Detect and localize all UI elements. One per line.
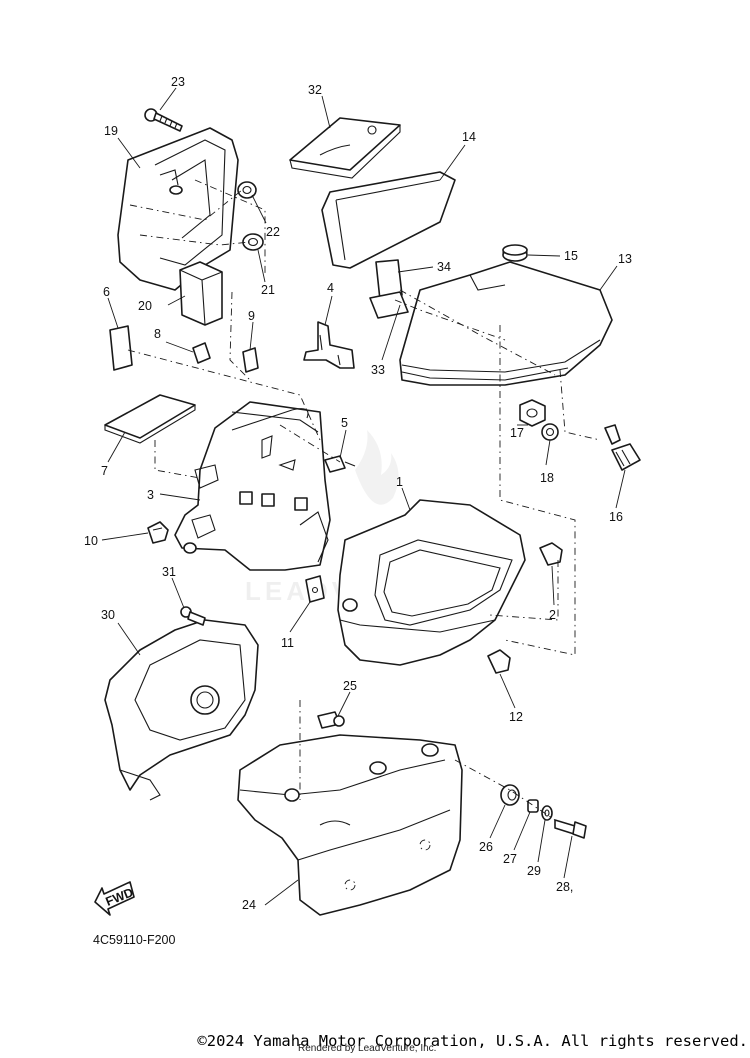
part-28-bolt[interactable] — [554, 819, 587, 839]
callout-28: 28, — [556, 880, 573, 894]
rendered-by-note: Rendered by LeadVenture, Inc. — [298, 1043, 437, 1054]
callout-31: 31 — [162, 565, 176, 579]
part-22-grommet[interactable] — [237, 181, 257, 199]
part-6-pad[interactable] — [109, 325, 133, 371]
part-7-sheet[interactable] — [104, 394, 196, 444]
part-24-lower-cover[interactable] — [237, 734, 463, 916]
part-18-bushing[interactable] — [541, 423, 559, 441]
part-4-bracket[interactable] — [303, 321, 355, 369]
callout-19: 19 — [104, 124, 118, 138]
fwd-arrow-icon: FWD — [94, 881, 136, 916]
callout-13: 13 — [618, 252, 632, 266]
callout-22: 22 — [266, 225, 280, 239]
part-32-pad[interactable] — [289, 117, 401, 179]
callout-29: 29 — [527, 864, 541, 878]
callout-34: 34 — [437, 260, 451, 274]
part-19-cover[interactable] — [117, 127, 239, 291]
callout-30: 30 — [101, 608, 115, 622]
part-26-grommet[interactable] — [500, 784, 520, 806]
part-31-screw[interactable] — [180, 606, 206, 626]
callout-11: 11 — [281, 636, 294, 650]
fwd-label: FWD — [104, 885, 136, 909]
part-1-air-cover[interactable] — [337, 499, 526, 666]
part-12-bolt[interactable] — [487, 649, 511, 674]
part-15-cap[interactable] — [502, 244, 528, 262]
part-11-clip[interactable] — [305, 575, 325, 603]
part-10-bolt[interactable] — [147, 521, 169, 544]
callout-5: 5 — [341, 416, 348, 430]
callout-20: 20 — [138, 299, 152, 313]
part-33-label[interactable] — [369, 291, 409, 319]
part-16-sensor[interactable] — [604, 424, 641, 471]
callout-14: 14 — [462, 130, 476, 144]
callout-33: 33 — [371, 363, 385, 377]
callout-27: 27 — [503, 852, 517, 866]
part-29-washer[interactable] — [541, 805, 553, 821]
part-8-damper[interactable] — [192, 342, 211, 364]
callout-26: 26 — [479, 840, 493, 854]
callout-12: 12 — [509, 710, 523, 724]
callout-3: 3 — [147, 488, 154, 502]
callout-6: 6 — [103, 285, 110, 299]
callout-9: 9 — [248, 309, 255, 323]
callout-1: 1 — [396, 475, 403, 489]
part-20-pad[interactable] — [179, 261, 223, 326]
callout-numbers: 23 19 32 14 22 21 20 34 15 13 4 33 9 6 8… — [84, 75, 632, 912]
leader-lines — [101, 87, 626, 906]
callout-7: 7 — [101, 464, 108, 478]
callout-24: 24 — [242, 898, 256, 912]
part-5-bolt[interactable] — [324, 455, 356, 473]
part-3-battery-box[interactable] — [174, 401, 331, 571]
callout-17: 17 — [510, 426, 524, 440]
part-14-panel[interactable] — [321, 171, 456, 269]
part-17-nut[interactable] — [519, 399, 546, 427]
part-30-sprocket-cover[interactable] — [104, 619, 259, 801]
callout-21: 21 — [261, 283, 275, 297]
callout-10: 10 — [84, 534, 98, 548]
callout-16: 16 — [609, 510, 623, 524]
callout-18: 18 — [540, 471, 554, 485]
part-25-screw[interactable] — [317, 711, 345, 729]
callout-4: 4 — [327, 281, 334, 295]
part-9-clip[interactable] — [242, 347, 259, 373]
copyright-footer: ©2024 Yamaha Motor Corporation, U.S.A. A… — [197, 1032, 748, 1050]
callout-8: 8 — [154, 327, 161, 341]
callout-32: 32 — [308, 83, 322, 97]
callout-25: 25 — [343, 679, 357, 693]
part-23-screw[interactable] — [144, 108, 183, 132]
part-2-bolt[interactable] — [539, 542, 563, 566]
callout-23: 23 — [171, 75, 185, 89]
assembly-lines — [127, 179, 601, 821]
part-27-collar[interactable] — [527, 799, 539, 813]
callout-2: 2 — [549, 608, 556, 622]
part-21-grommet[interactable] — [242, 233, 264, 251]
part-13-tank[interactable] — [399, 261, 613, 386]
diagram-code: 4C59110-F200 — [93, 933, 176, 947]
callout-15: 15 — [564, 249, 578, 263]
